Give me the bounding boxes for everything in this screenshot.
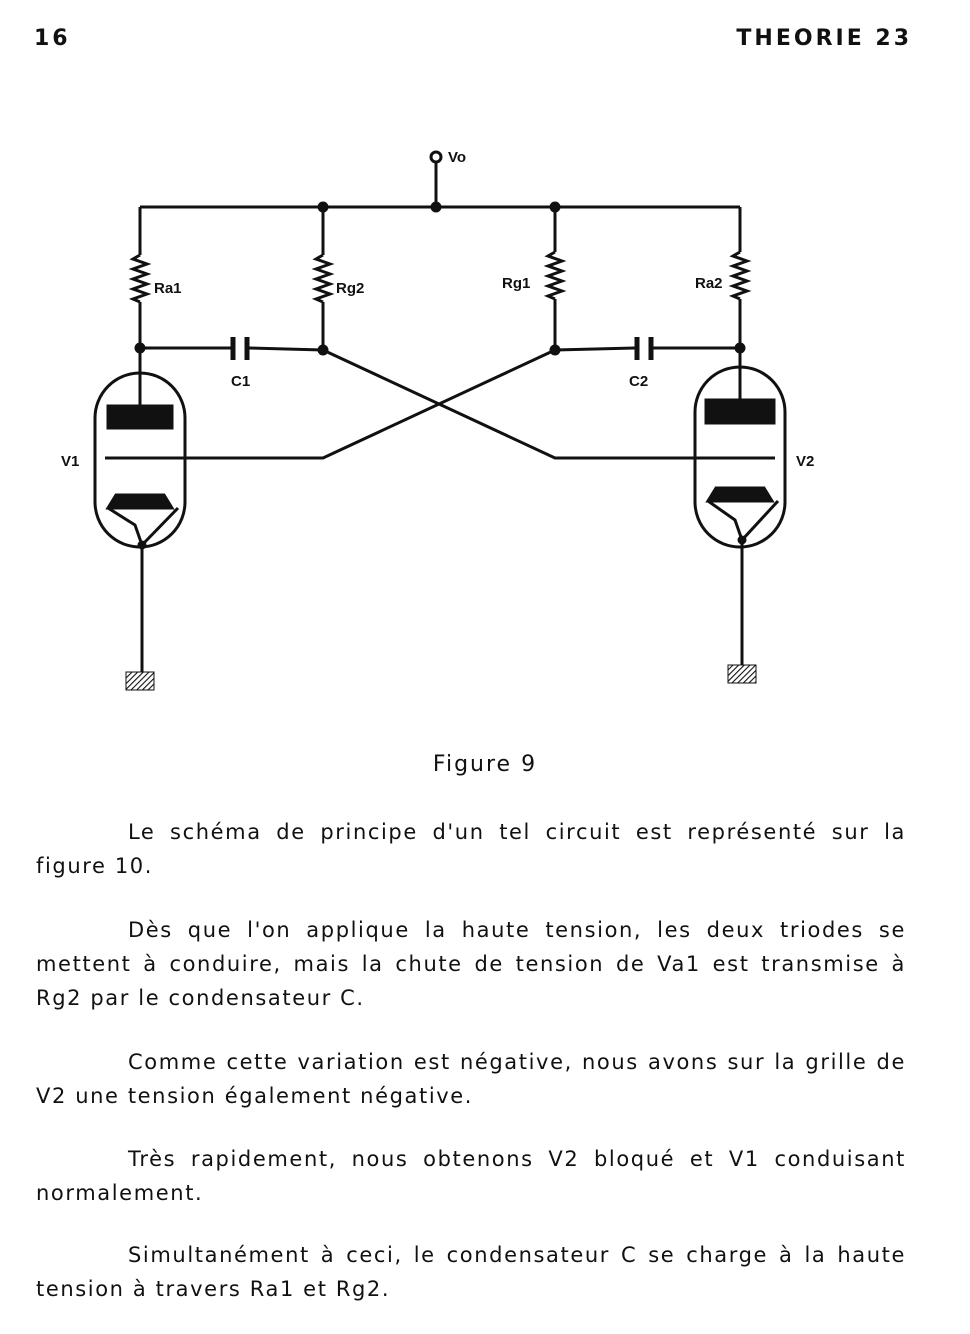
v1-cathode (105, 493, 175, 510)
junction-dot (549, 344, 561, 356)
body-paragraph: Le schéma de principe d'un tel circuit e… (36, 820, 906, 878)
label-rg1: Rg1 (502, 275, 530, 292)
v2-cathode-lead (707, 499, 780, 543)
figure-caption: Figure 9 (432, 752, 538, 777)
ground-left-icon (125, 671, 155, 691)
junction-dot (317, 344, 329, 356)
rg1-to-v1-grid (105, 348, 556, 460)
junction-dot (430, 201, 442, 213)
circuit-diagram: Vo Ra1 Rg2 Rg1 Ra2 C1 C2 V1 V2 (61, 149, 814, 691)
junction-dot (734, 342, 746, 354)
junction-dot (137, 540, 147, 550)
v1-cathode-lead (107, 506, 180, 548)
running-head: THEORIE 23 (736, 26, 912, 51)
junction-dot (737, 535, 747, 545)
ground-right-icon (727, 664, 757, 684)
label-c2: C2 (629, 373, 648, 390)
body-paragraph: Dès que l'on applique la haute tension, … (36, 918, 906, 1010)
label-vo: Vo (448, 149, 466, 166)
body-paragraph: Très rapidement, nous obtenons V2 bloqué… (36, 1147, 906, 1205)
ra1-resistor (128, 253, 152, 304)
body-paragraph: Simultanément à ceci, le condensateur C … (36, 1243, 906, 1301)
junction-dot (134, 342, 146, 354)
rg2-to-v2-grid (322, 348, 775, 460)
v2-cathode (705, 486, 775, 503)
label-c1: C1 (231, 373, 250, 390)
label-ra2: Ra2 (695, 275, 723, 292)
v1-anode (106, 404, 174, 430)
label-v2: V2 (796, 453, 814, 470)
body-paragraph: Comme cette variation est négative, nous… (36, 1050, 906, 1108)
rg1-resistor (543, 250, 567, 301)
junction-dot (549, 201, 561, 213)
ra2-resistor (728, 250, 752, 301)
v2-anode (704, 398, 776, 425)
c1-wire-right (248, 346, 324, 352)
label-v1: V1 (61, 453, 79, 470)
junction-dot (317, 201, 329, 213)
label-ra1: Ra1 (154, 280, 182, 297)
label-rg2: Rg2 (336, 280, 364, 297)
c2-wire-left (554, 346, 636, 352)
supply-terminal (429, 150, 443, 164)
rg2-resistor (311, 253, 335, 304)
v2-envelope (693, 365, 787, 549)
page-number: 16 (34, 26, 71, 51)
